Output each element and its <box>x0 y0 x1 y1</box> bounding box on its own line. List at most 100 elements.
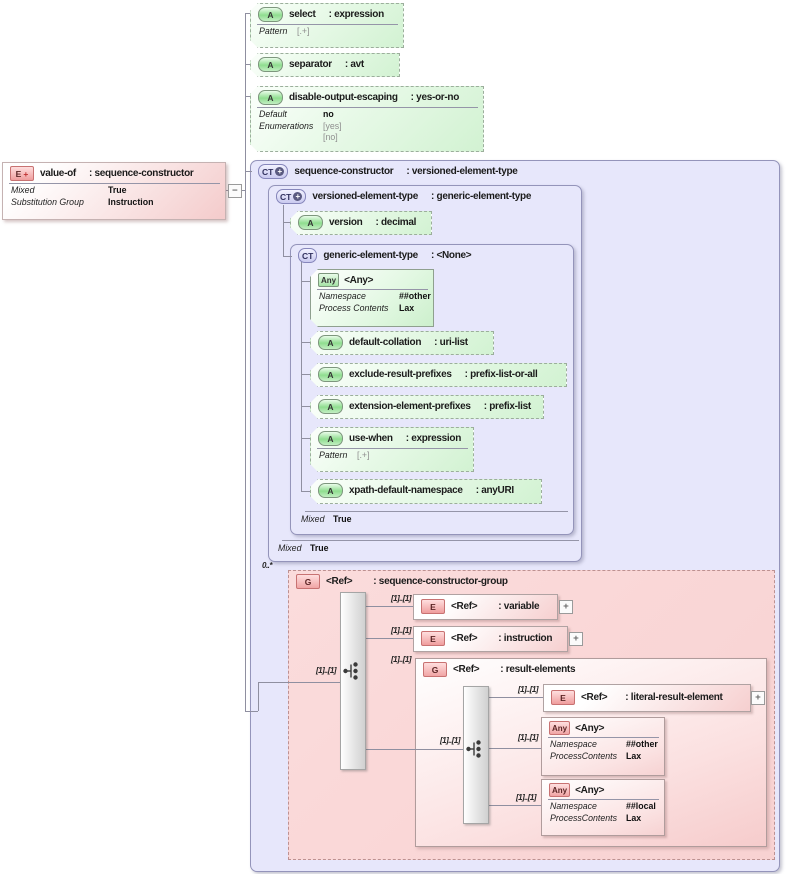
derivation-plus-icon: + <box>275 167 285 176</box>
connector-line <box>487 805 542 806</box>
property-value: Lax <box>626 750 642 761</box>
connector-line <box>245 13 252 14</box>
property-value: ##local <box>626 801 656 811</box>
property-label: Mixed <box>301 514 325 524</box>
property-value: True <box>333 514 352 524</box>
property-row-namespace: Namespace ##other <box>542 738 664 750</box>
property-row-process-contents: ProcessContents Lax <box>542 750 664 762</box>
attribute-icon: A <box>318 335 343 350</box>
element-ref-type: : literal-result-element <box>625 692 723 703</box>
group-title-result-elements[interactable]: G <Ref> : result-elements <box>416 659 766 679</box>
element-ref-type: : variable <box>498 601 540 612</box>
property-value: ##other <box>626 739 658 749</box>
attribute-icon: A <box>258 90 283 105</box>
property-label: Default <box>259 109 287 119</box>
element-ref-box-variable[interactable]: E <Ref> : variable <box>413 594 558 620</box>
collapse-button[interactable]: − <box>228 184 242 198</box>
connector-line <box>301 342 312 343</box>
divider <box>305 511 568 512</box>
attribute-icon: A <box>258 57 283 72</box>
attribute-icon: A <box>298 215 323 230</box>
element-ref-name: <Ref> <box>451 633 478 644</box>
attribute-name: default-collation <box>349 337 422 348</box>
occurrence-label: [1]..[1] <box>516 793 537 802</box>
element-ref-box-literal-result-element[interactable]: E <Ref> : literal-result-element <box>543 684 751 712</box>
element-box-value-of[interactable]: E+ value-of : sequence-constructor Mixed… <box>2 162 226 220</box>
attribute-type: : prefix-list-or-all <box>464 369 538 380</box>
compositor-icon <box>343 662 358 680</box>
property-label: Process Contents <box>319 302 389 313</box>
attribute-type: : decimal <box>375 217 417 228</box>
expand-button[interactable]: + <box>751 691 765 705</box>
attribute-icon: A <box>318 483 343 498</box>
connector-line <box>283 256 292 257</box>
complextype-title-generic-element-type[interactable]: CT generic-element-type : <None> <box>291 245 573 265</box>
element-icon: E <box>421 631 445 646</box>
divider <box>9 183 220 184</box>
connector-line <box>283 205 284 256</box>
type-name: generic-element-type <box>323 250 418 261</box>
group-ref-type: : sequence-constructor-group <box>373 576 508 587</box>
connector-line <box>301 406 312 407</box>
group-ref-name: <Ref> <box>453 664 480 675</box>
property-row-mixed: Mixed True <box>3 184 225 196</box>
property-value: [no] <box>323 132 338 142</box>
element-icon: E <box>551 690 575 705</box>
occurrence-label: [1]..[1] <box>391 655 412 664</box>
attribute-box-select[interactable]: A select : expression Pattern [.+] <box>250 3 404 48</box>
property-row-namespace: Namespace ##other <box>311 290 433 302</box>
any-icon: Any <box>549 783 571 797</box>
connector-line <box>301 374 312 375</box>
attribute-type: : anyURI <box>475 485 514 496</box>
compositor-bar[interactable] <box>463 686 489 824</box>
attribute-name: extension-element-prefixes <box>349 401 471 412</box>
any-wildcard-box-other[interactable]: Any <Any> Namespace ##other ProcessConte… <box>541 717 665 776</box>
connector-line <box>283 222 292 223</box>
property-label: ProcessContents <box>550 812 617 823</box>
divider <box>317 448 468 449</box>
property-row-pattern: Pattern [.+] <box>251 25 403 37</box>
complextype-title-sequence-constructor[interactable]: CT+ sequence-constructor : versioned-ele… <box>251 161 779 181</box>
compositor-bar[interactable] <box>340 592 366 770</box>
property-value: Lax <box>399 302 415 313</box>
attribute-box-extension-element-prefixes[interactable]: A extension-element-prefixes : prefix-li… <box>310 395 544 419</box>
attribute-box-default-collation[interactable]: A default-collation : uri-list <box>310 331 494 355</box>
property-value: [.+] <box>357 450 370 460</box>
divider <box>548 799 659 800</box>
property-label: Pattern <box>319 450 348 460</box>
connector-line <box>245 711 258 712</box>
type-name: sequence-constructor <box>294 166 394 177</box>
property-value: [.+] <box>297 26 310 36</box>
attribute-type: : prefix-list <box>483 401 531 412</box>
property-label: Namespace <box>550 801 597 811</box>
element-ref-box-instruction[interactable]: E <Ref> : instruction <box>413 626 568 652</box>
attribute-box-version[interactable]: A version : decimal <box>290 211 432 235</box>
property-value: True <box>108 185 127 195</box>
expand-button[interactable]: + <box>569 632 583 646</box>
attribute-box-separator[interactable]: A separator : avt <box>250 53 400 77</box>
attribute-icon: A <box>318 431 343 446</box>
attribute-name: separator <box>289 59 332 70</box>
attribute-name: disable-output-escaping <box>289 92 398 103</box>
attribute-name: select <box>289 9 316 20</box>
attribute-name: version <box>329 217 363 228</box>
attribute-name: exclude-result-prefixes <box>349 369 452 380</box>
property-value: no <box>323 109 334 119</box>
any-wildcard-box-local[interactable]: Any <Any> Namespace ##local ProcessConte… <box>541 779 665 836</box>
property-row-process-contents: Process Contents Lax <box>311 302 433 314</box>
expand-button[interactable]: + <box>559 600 573 614</box>
attribute-box-use-when[interactable]: A use-when : expression Pattern [.+] <box>310 427 474 472</box>
type-base: : generic-element-type <box>431 191 532 202</box>
attribute-box-disable-output-escaping[interactable]: A disable-output-escaping : yes-or-no De… <box>250 86 484 152</box>
attribute-icon: A <box>318 399 343 414</box>
group-title-sequence-constructor-group[interactable]: G <Ref> : sequence-constructor-group <box>289 571 774 591</box>
property-value: Lax <box>626 812 642 823</box>
any-wildcard-box-other[interactable]: Any <Any> Namespace ##other Process Cont… <box>310 269 434 327</box>
element-ref-type: : instruction <box>498 633 553 644</box>
type-base: : versioned-element-type <box>406 166 518 177</box>
attribute-box-exclude-result-prefixes[interactable]: A exclude-result-prefixes : prefix-list-… <box>310 363 567 387</box>
complextype-title-versioned-element-type[interactable]: CT+ versioned-element-type : generic-ele… <box>269 186 581 206</box>
element-plus-icon: + <box>23 168 29 179</box>
attribute-box-xpath-default-namespace[interactable]: A xpath-default-namespace : anyURI <box>310 479 542 504</box>
property-value: ##other <box>399 291 431 301</box>
